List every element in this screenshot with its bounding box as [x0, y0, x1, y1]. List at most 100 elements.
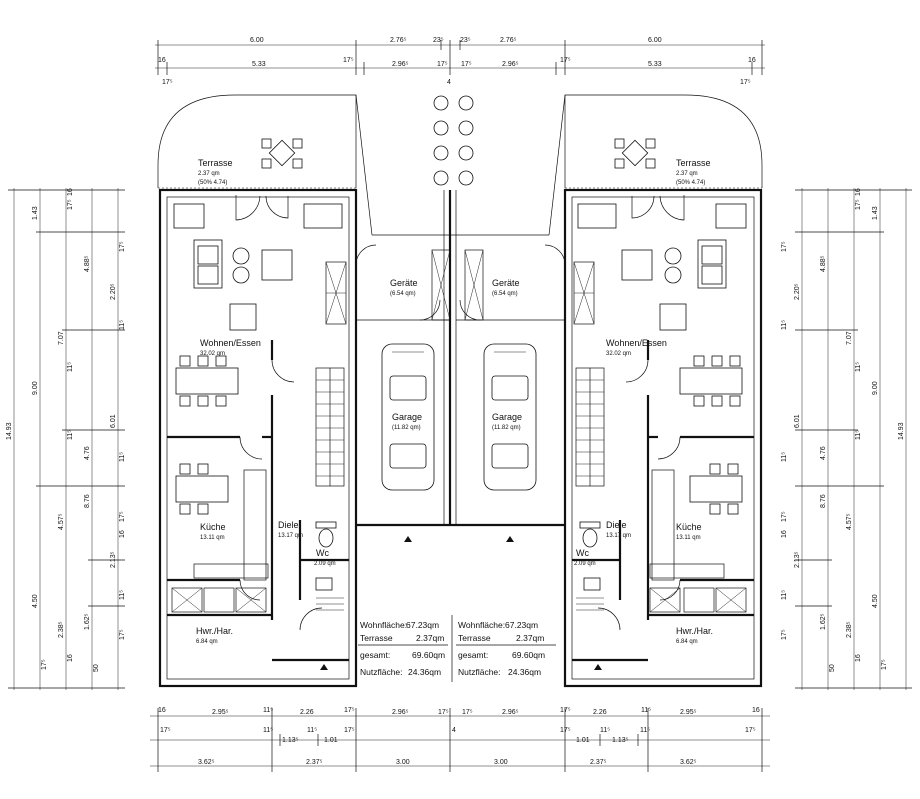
- terrace-table-left-icon: [261, 138, 303, 169]
- room-area: 2.37 qm: [676, 171, 698, 177]
- dim-bot-8: 17⁵: [462, 709, 473, 716]
- room-name: Wohnen/Essen: [200, 338, 261, 348]
- dim-left-11: 4.57⁵: [58, 513, 65, 530]
- tree-icon: [458, 145, 474, 161]
- room-area: (6.54 qm): [492, 291, 518, 297]
- top-dimensions: 6.00 2.76⁵ 23⁵ 23⁵ 2.76⁵ 6.00 16 5.33 17…: [155, 37, 765, 86]
- dim-left-2: 9.00: [32, 381, 39, 395]
- tree-icon: [433, 145, 449, 161]
- dim-right-s3: 17⁵: [781, 241, 788, 252]
- dim-bot3-3: 3.00: [396, 759, 410, 766]
- dim-right-5: 8.76: [820, 494, 827, 508]
- room-name: Hwr./Har.: [196, 626, 233, 636]
- dim-left-s3: 17⁵: [119, 241, 126, 252]
- dim-top-small-2: 4: [447, 79, 451, 86]
- dim-left-6: 1.43: [32, 206, 39, 220]
- dim-top-small-3: 17⁵: [740, 79, 751, 86]
- dim-top2-2: 5.33: [252, 61, 266, 68]
- summary-label: Wohnfläche:: [360, 620, 407, 630]
- living-furniture-left: [173, 203, 343, 407]
- dim-right-2: 9.00: [872, 381, 879, 395]
- bottom-dimensions: 16 2.95⁵ 11⁵ 2.26 17⁵ 2.96⁵ 17⁵ 17⁵ 2.96…: [150, 707, 770, 772]
- dim-right-12: 2.13⁵: [794, 551, 801, 568]
- room-area: 13.17 qm: [278, 533, 303, 539]
- area-summary-right: Wohnfläche: 67.23qm Terrasse 2.37qm gesa…: [456, 620, 556, 677]
- dim-bot-12: 11⁵: [641, 707, 651, 714]
- dim-bot2-4: 11⁵: [307, 727, 317, 734]
- room-area: (6.54 qm): [390, 291, 416, 297]
- dim-right-3: 4.50: [872, 594, 879, 608]
- stair-right-icon: [575, 367, 605, 487]
- room-name: Terrasse: [676, 158, 711, 168]
- summary-label: gesamt:: [458, 650, 488, 660]
- dim-bot-6: 2.96⁵: [392, 709, 409, 716]
- kitchen-left: [171, 463, 269, 613]
- dim-bot2-9: 1.01: [576, 737, 590, 744]
- table-icon: [664, 247, 682, 265]
- tree-icon: [458, 120, 474, 136]
- room-area: 13.17 qm: [606, 533, 631, 539]
- dim-left-9: 6.01: [110, 414, 117, 428]
- dim-left-1: 14.93: [6, 422, 13, 440]
- dim-bot3-1: 3.62⁵: [198, 759, 215, 766]
- armchair-icon: [261, 249, 293, 281]
- room-name: Geräte: [492, 278, 520, 288]
- dim-right-6: 1.43: [872, 206, 879, 220]
- entry-arrow-icon: [320, 664, 328, 670]
- dim-top-2: 2.76⁵: [390, 37, 407, 44]
- terrace-table-right-icon: [614, 138, 656, 169]
- summary-value: 69.60qm: [512, 650, 545, 660]
- summary-value: 67.23qm: [406, 620, 439, 630]
- summary-label: Nutzfläche:: [360, 667, 403, 677]
- dim-right-s13: 17⁵: [881, 659, 888, 670]
- doors: [235, 195, 685, 631]
- dim-right-s11: 17⁵: [781, 629, 788, 640]
- plant-icon: [715, 203, 747, 229]
- dim-bot-7: 17⁵: [438, 709, 449, 716]
- dim-bot3-5: 2.37⁵: [590, 759, 607, 766]
- dining-table-icon: [679, 367, 743, 395]
- sofa-icon: [193, 239, 223, 289]
- dim-right-s1: 17⁵: [855, 199, 862, 210]
- room-area: (50% 4.74): [198, 180, 227, 186]
- dim-bot-5: 17⁵: [344, 707, 355, 714]
- tree-icon: [458, 95, 474, 111]
- dim-bot2-1: 17⁵: [160, 727, 171, 734]
- summary-label: gesamt:: [360, 650, 390, 660]
- dim-top2-10: 16: [748, 57, 756, 64]
- dim-left-s2: 16: [67, 188, 74, 196]
- dim-right-9: 6.01: [794, 414, 801, 428]
- dim-top2-3: 17⁵: [343, 57, 354, 64]
- summary-value: 2.37qm: [516, 633, 544, 643]
- plant-icon: [577, 203, 617, 229]
- dim-left-s8: 17⁵: [119, 511, 126, 522]
- walls: [158, 188, 763, 688]
- dim-bot2-3: 1.13⁵: [282, 737, 299, 744]
- dim-right-s9: 16: [781, 530, 788, 538]
- stair-left-icon: [315, 367, 345, 487]
- summary-label: Terrasse: [458, 633, 491, 643]
- dim-right-s10: 11⁵: [781, 590, 788, 600]
- dim-right-s4: 11⁵: [781, 320, 788, 330]
- room-area: 13.11 qm: [200, 535, 225, 541]
- entry-arrow-icon: [506, 536, 514, 542]
- dim-right-s12: 16: [855, 654, 862, 662]
- dim-left-s11: 17⁵: [119, 629, 126, 640]
- dim-bot2-11: 1.13⁵: [612, 737, 629, 744]
- dim-bot2-2: 11⁵: [263, 727, 273, 734]
- plant-icon: [303, 203, 343, 229]
- tree-icon: [433, 95, 449, 111]
- room-area: (11.82 qm): [492, 425, 521, 431]
- summary-label: Wohnfläche:: [458, 620, 505, 630]
- dim-left-13: 2.38⁵: [58, 621, 65, 638]
- kitchen-right: [649, 463, 747, 613]
- tree-icon: [433, 120, 449, 136]
- room-name: Garage: [492, 412, 522, 422]
- dim-bot-4: 2.26: [300, 709, 314, 716]
- right-dimensions: 14.93 9.00 4.50 7.07 8.76 1.43 4.88⁵ 2.2…: [781, 188, 912, 690]
- dim-left-s7: 11⁵: [119, 452, 126, 462]
- dim-top2-9: 5.33: [648, 61, 662, 68]
- dim-left-s4: 11⁵: [119, 320, 126, 330]
- dim-left-s10: 11⁵: [119, 590, 126, 600]
- armchair-icon: [659, 303, 687, 331]
